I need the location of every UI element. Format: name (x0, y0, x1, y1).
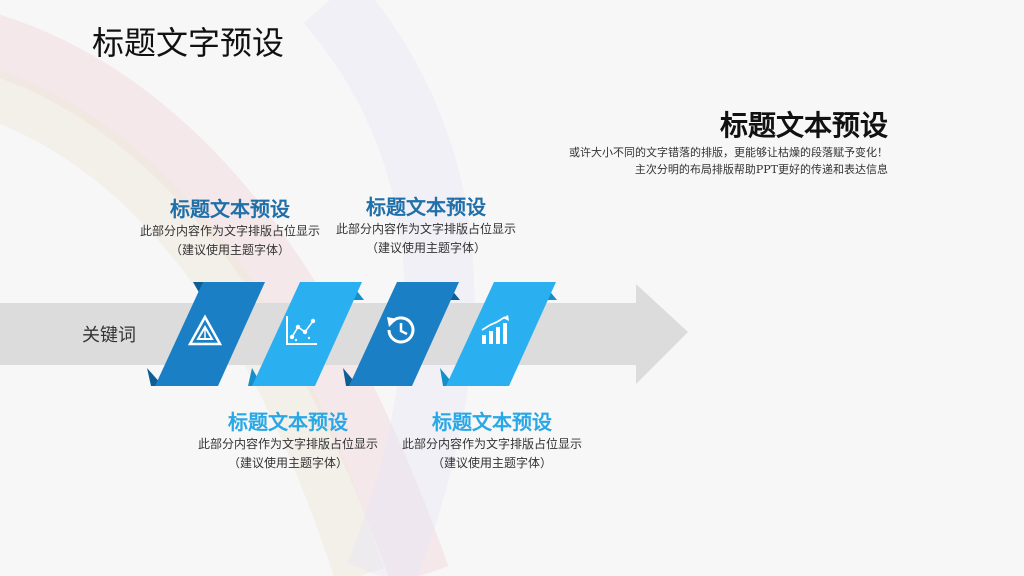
triangle-icon (187, 314, 223, 346)
block-title: 标题文本预设 (170, 197, 290, 221)
block-title: 标题文本预设 (366, 195, 486, 219)
scatter-chart-icon (286, 316, 317, 345)
ribbon-segment-2 (252, 282, 362, 386)
block-note: （建议使用主题字体） (431, 456, 552, 470)
block-title: 标题文本预设 (228, 410, 348, 434)
keyword-label: 关键词 (82, 325, 136, 346)
slide-title: 标题文字预设 (92, 24, 285, 62)
summary-title: 标题文本预设 (719, 109, 888, 142)
ribbon-segment-3 (349, 282, 459, 386)
bar-chart-icon (481, 315, 509, 344)
text-block-1: 标题文本预设 此部分内容作为文字排版占位显示 （建议使用主题字体） (115, 196, 345, 260)
text-block-4: 标题文本预设 此部分内容作为文字排版占位显示 （建议使用主题字体） (377, 409, 607, 473)
block-description: 此部分内容作为文字排版占位显示 (401, 437, 582, 451)
block-description: 此部分内容作为文字排版占位显示 (335, 222, 516, 236)
block-title: 标题文本预设 (432, 410, 552, 434)
ribbon-segment-4 (446, 282, 556, 386)
summary-line-1: 或许大小不同的文字错落的排版，更能够让枯燥的段落赋予变化！ (569, 146, 888, 159)
text-block-3: 标题文本预设 此部分内容作为文字排版占位显示 （建议使用主题字体） (173, 409, 403, 473)
block-description: 此部分内容作为文字排版占位显示 (139, 224, 320, 238)
summary-line-2: 主次分明的布局排版帮助PPT更好的传递和表达信息 (634, 163, 888, 176)
block-description: 此部分内容作为文字排版占位显示 (197, 437, 378, 451)
block-note: （建议使用主题字体） (365, 241, 486, 255)
block-note: （建议使用主题字体） (169, 243, 290, 257)
text-block-2: 标题文本预设 此部分内容作为文字排版占位显示 （建议使用主题字体） (311, 194, 541, 258)
block-note: （建议使用主题字体） (227, 456, 348, 470)
history-clock-icon (387, 316, 415, 344)
